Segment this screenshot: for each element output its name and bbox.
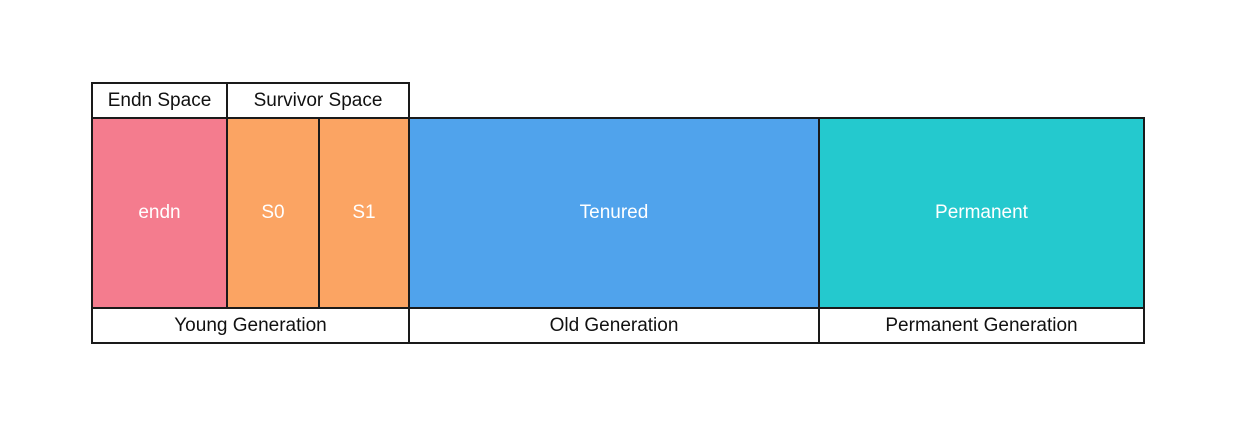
young-generation-label: Young Generation xyxy=(91,307,410,344)
tenured-region: Tenured xyxy=(408,117,820,309)
s0-region: S0 xyxy=(226,117,320,309)
survivor-space-label: Survivor Space xyxy=(226,82,410,119)
s1-region: S1 xyxy=(318,117,410,309)
eden-space-label: Endn Space xyxy=(91,82,228,119)
old-generation-label: Old Generation xyxy=(408,307,820,344)
eden-region: endn xyxy=(91,117,228,309)
permanent-region: Permanent xyxy=(818,117,1145,309)
permanent-generation-label: Permanent Generation xyxy=(818,307,1145,344)
